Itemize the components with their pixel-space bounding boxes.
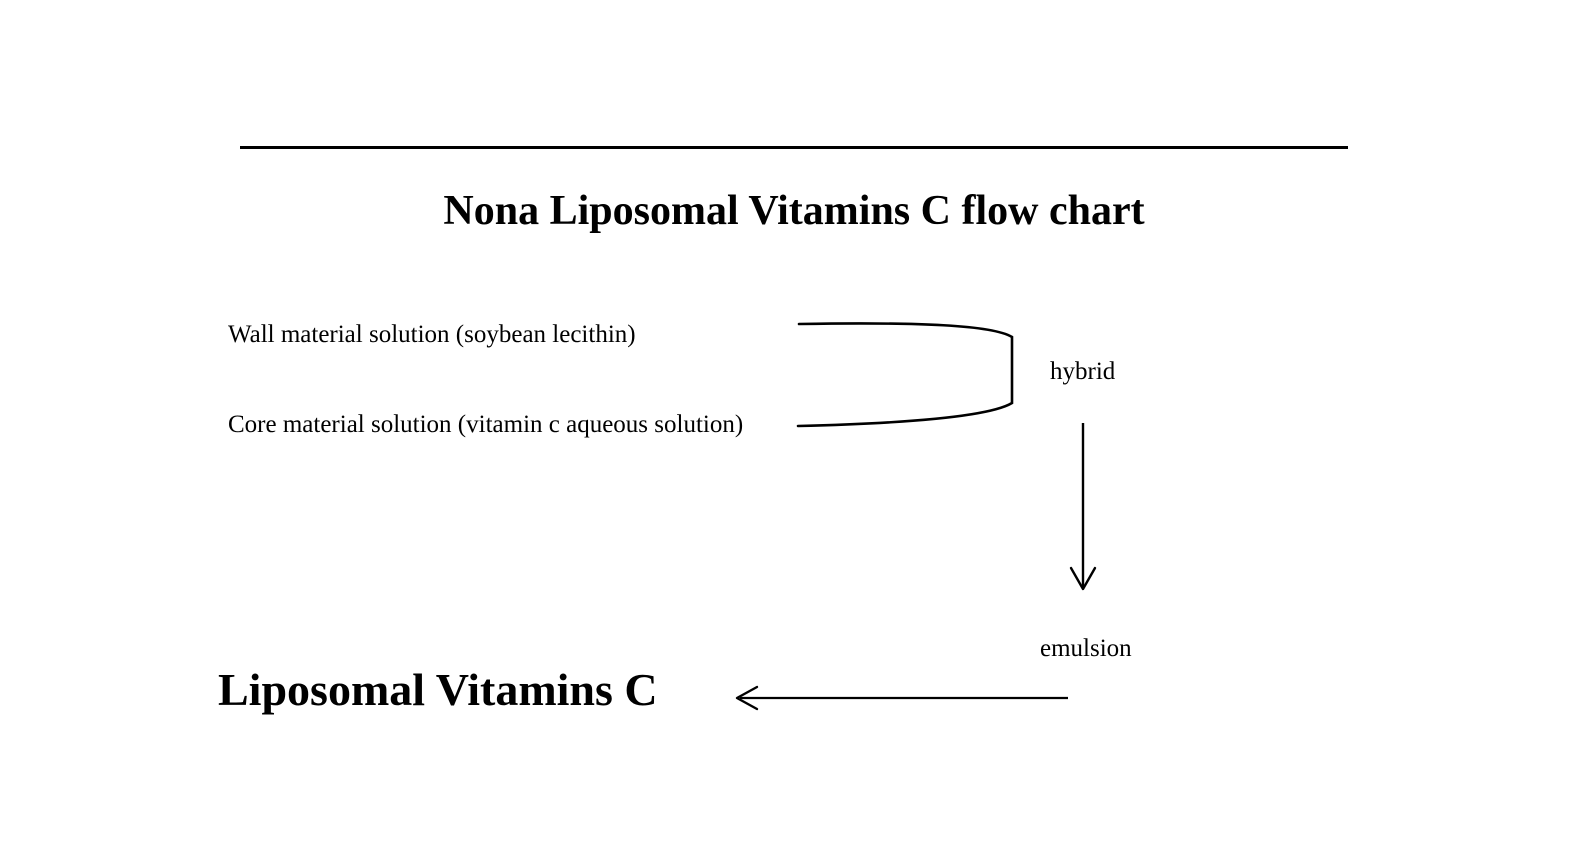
down-arrow-connector [1069, 423, 1097, 591]
wall-material-label: Wall material solution (soybean lecithin… [228, 321, 636, 348]
output-title: Liposomal Vitamins C [218, 664, 658, 715]
hybrid-label: hybrid [1050, 358, 1116, 385]
core-material-label: Core material solution (vitamin c aqueou… [228, 411, 744, 438]
emulsion-label: emulsion [1040, 635, 1132, 662]
page-title: Nona Liposomal Vitamins C flow chart [443, 188, 1145, 234]
left-arrow-connector [735, 685, 1068, 711]
title-divider [240, 146, 1348, 149]
down-arrowhead-icon [1069, 566, 1097, 591]
left-arrowhead-icon [735, 685, 759, 711]
merge-bracket [796, 322, 1014, 428]
